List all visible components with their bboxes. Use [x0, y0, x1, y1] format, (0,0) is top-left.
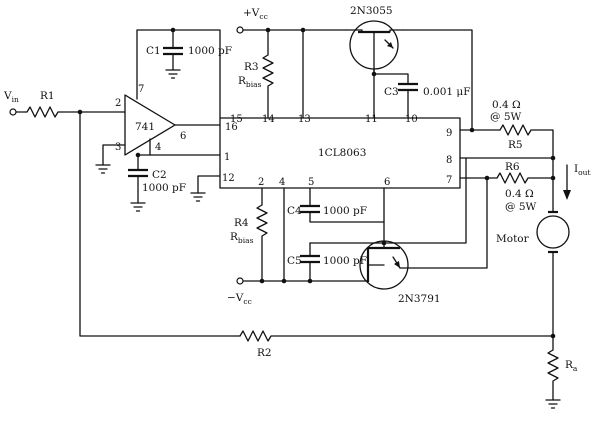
c2-label: C2	[152, 169, 167, 181]
c2-value: 1000 pF	[142, 182, 186, 194]
ground-icon	[545, 399, 561, 409]
ic-pin-4: 4	[279, 177, 285, 188]
opamp-pin-4: 4	[155, 142, 161, 153]
resistor-r3	[262, 29, 274, 119]
ic-pin-14: 14	[262, 114, 275, 125]
ic-pin-1: 1	[224, 152, 230, 163]
ic-pin-12: 12	[222, 173, 235, 184]
r5-rating: @ 5W	[490, 111, 522, 123]
capacitor-c3	[398, 82, 418, 92]
c1-value: 1000 pF	[188, 45, 232, 57]
capacitor-c1	[163, 46, 183, 56]
r6-rating: @ 5W	[505, 201, 537, 213]
c4-label: C4	[287, 205, 302, 217]
wire-opamp-pin7	[136, 29, 221, 119]
wire-c5-to-pin8	[309, 157, 467, 244]
c5-value: 1000 pF	[323, 255, 367, 267]
input-terminal	[9, 108, 17, 116]
wire-lower-emitter	[399, 177, 488, 269]
r3-value: Rbias	[238, 75, 262, 89]
resistor-r4	[256, 187, 268, 282]
ic-pin-11: 11	[365, 114, 378, 125]
input-label: Vin	[3, 90, 19, 104]
r4-value: Rbias	[230, 231, 254, 245]
motor-symbol	[536, 215, 570, 249]
capacitor-c4	[300, 204, 320, 214]
c3-value: 0.001 μF	[423, 86, 471, 98]
ic-pin-13: 13	[298, 114, 311, 125]
wire-ic-pin12	[197, 175, 221, 194]
c1-label: C1	[146, 45, 161, 57]
ic-pin-16: 16	[225, 122, 238, 133]
wire-opamp-pin3	[102, 144, 126, 166]
ground-icon	[130, 202, 146, 212]
transistor-2n3055	[345, 20, 404, 73]
r6-value: 0.4 Ω	[505, 188, 534, 200]
vcc-pos-label: +Vcc	[243, 7, 268, 21]
ground-icon	[95, 164, 111, 174]
opamp-pin-6: 6	[180, 131, 186, 142]
opamp-pin-2: 2	[115, 98, 121, 109]
resistor-r1	[15, 106, 126, 118]
ic-pin-5: 5	[308, 177, 314, 188]
ic-pin-8: 8	[446, 155, 452, 166]
wire-r2-left	[79, 111, 241, 337]
r6-label: R6	[505, 161, 520, 173]
transistor-lower-label: 2N3791	[398, 293, 441, 305]
ground-icon	[165, 69, 181, 79]
wire-c3	[373, 73, 409, 85]
r2-label: R2	[257, 347, 272, 359]
r5-value: 0.4 Ω	[492, 99, 521, 111]
ic-pin-9: 9	[446, 128, 452, 139]
iout-label: Iout	[574, 163, 591, 177]
motor-label: Motor	[496, 233, 530, 245]
opamp-label: 741	[135, 121, 155, 133]
ic-pin-7: 7	[446, 175, 452, 186]
ground-icon	[190, 192, 206, 202]
r3-label: R3	[244, 61, 259, 73]
opamp-pin-3: 3	[115, 142, 121, 153]
wire-c4-bottom	[309, 211, 385, 223]
vcc-pos-terminal	[236, 26, 244, 34]
resistor-ra	[547, 335, 559, 401]
ra-label: Ra	[565, 359, 578, 373]
ic-label: 1CL8063	[318, 147, 366, 159]
vcc-neg-label: −Vcc	[227, 292, 252, 306]
wire-opamp-pin4	[137, 138, 151, 171]
capacitor-c2	[128, 168, 148, 178]
c5-label: C5	[287, 255, 302, 267]
c3-label: C3	[384, 86, 399, 98]
r5-label: R5	[508, 139, 523, 151]
wire-vcc-to-r5	[402, 29, 473, 131]
ic-pin-2: 2	[258, 177, 264, 188]
ic-pin-10: 10	[405, 114, 418, 125]
ic-pin-6: 6	[384, 177, 390, 188]
resistor-r5	[459, 124, 554, 213]
c4-value: 1000 pF	[323, 205, 367, 217]
opamp-pin-7: 7	[138, 84, 144, 95]
capacitor-c5	[300, 254, 320, 264]
transistor-upper-label: 2N3055	[350, 5, 393, 17]
resistor-r6	[459, 172, 554, 184]
ic-pin-15: 15	[230, 114, 243, 125]
r1-label: R1	[40, 90, 55, 102]
ic-1cl8063	[219, 117, 461, 189]
transistor-2n3791	[359, 240, 409, 290]
vcc-neg-terminal	[236, 277, 244, 285]
r4-label: R4	[234, 217, 249, 229]
resistor-r2	[239, 330, 554, 342]
